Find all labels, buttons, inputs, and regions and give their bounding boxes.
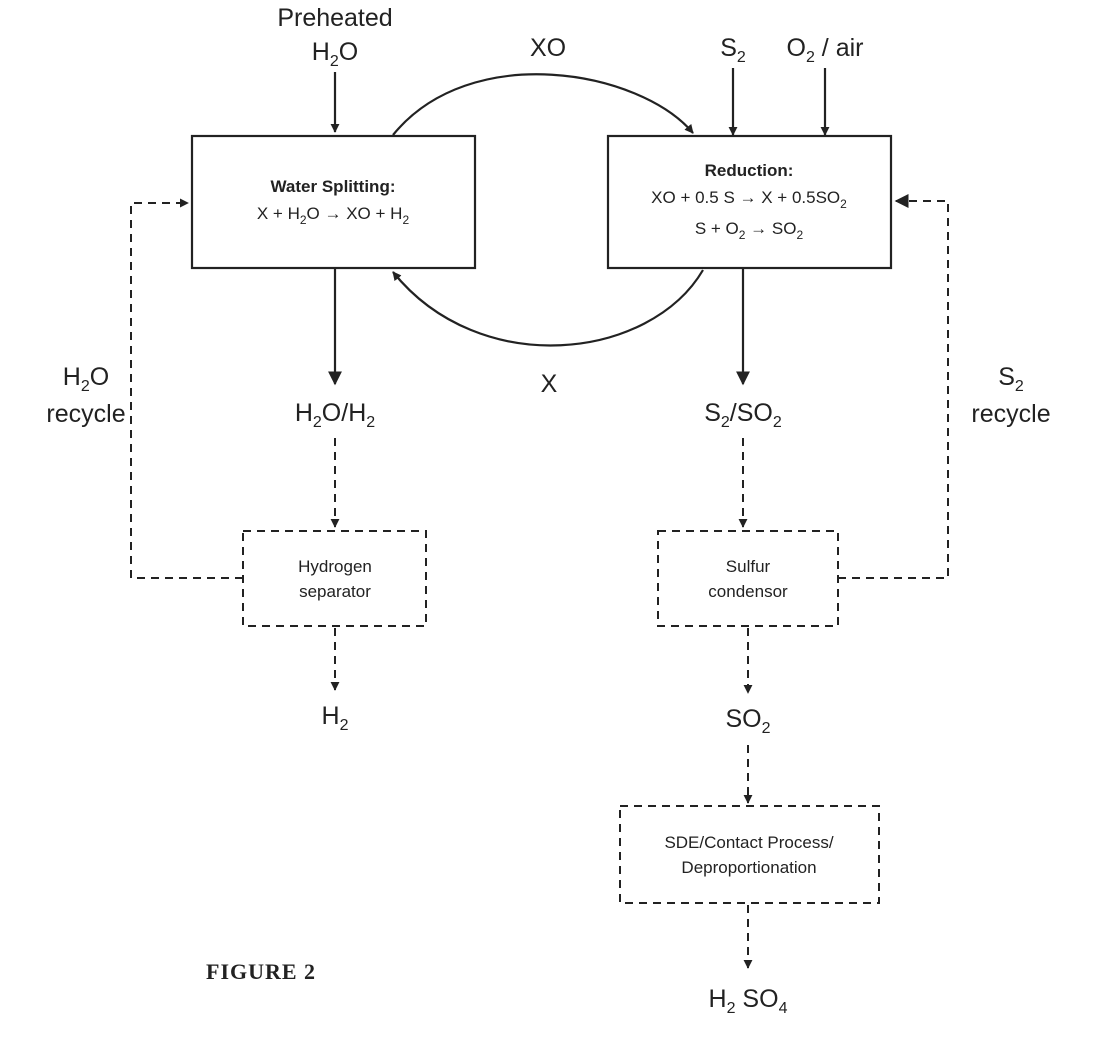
h2o-h2-stream-label: H2O/H2: [295, 399, 375, 431]
sulfur-condensor-line2: condensor: [708, 582, 788, 601]
hydrogen-separator-line2: separator: [299, 582, 371, 601]
h2o-recycle-word: recycle: [46, 400, 125, 428]
hydrogen-separator-line1: Hydrogen: [298, 557, 372, 576]
xo-transfer-arrow: [393, 74, 693, 135]
s2-recycle-word: recycle: [971, 400, 1050, 428]
figure-label: FIGURE 2: [206, 959, 316, 984]
x-cycle-label: X: [541, 370, 558, 398]
hydrogen-separator-box: [243, 531, 426, 626]
sde-contact-process-box: [620, 806, 879, 903]
s2-feed-label: S2: [720, 34, 746, 66]
h2o-recycle-formula: H2O: [63, 363, 109, 395]
preheated-h2o-label: H2O: [312, 38, 358, 70]
h2-product-label: H2: [322, 702, 349, 734]
sde-line2: Deproportionation: [681, 858, 816, 877]
x-return-arrow: [393, 270, 703, 345]
o2-air-feed-label: O2 / air: [787, 34, 864, 66]
s2-so2-stream-label: S2/SO2: [704, 399, 782, 431]
so2-stream-label: SO2: [725, 705, 770, 737]
reduction-title: Reduction:: [705, 161, 794, 180]
h2so4-product-label: H2 SO4: [709, 985, 788, 1017]
sulfur-condensor-box: [658, 531, 838, 626]
sde-line1: SDE/Contact Process/: [664, 833, 833, 852]
s2-recycle-formula: S2: [998, 363, 1024, 395]
water-splitting-box: [192, 136, 475, 268]
preheated-label: Preheated: [277, 4, 392, 32]
water-splitting-title: Water Splitting:: [271, 177, 396, 196]
sulfur-condensor-line1: Sulfur: [726, 557, 771, 576]
xo-cycle-label: XO: [530, 34, 566, 62]
